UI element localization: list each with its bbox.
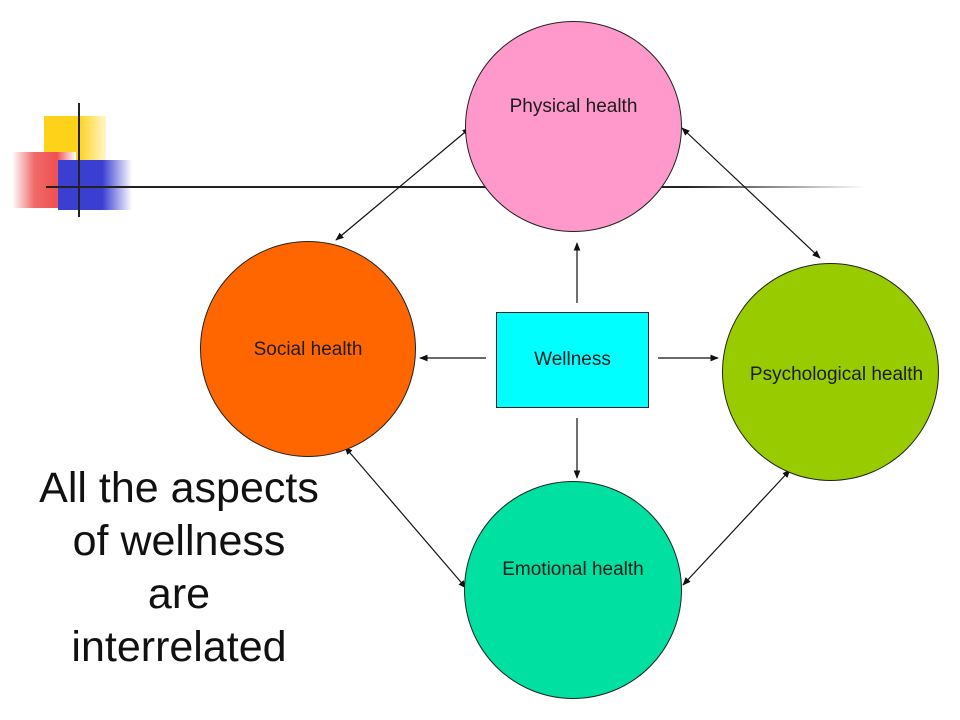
wellness-center-box: Wellness xyxy=(496,312,649,408)
emotional-health-node: Emotional health xyxy=(464,481,682,699)
caption-line: All the aspects xyxy=(39,464,319,512)
arrow-psychological-emotional xyxy=(682,469,791,586)
caption-text: All the aspects of wellness are interrel… xyxy=(4,462,354,674)
arrow-physical-social xyxy=(335,127,471,241)
caption-line: interrelated xyxy=(71,623,287,671)
arrow-social-emotional xyxy=(344,446,467,589)
psychological-health-node: Psychological health xyxy=(722,263,939,481)
wellness-label: Wellness xyxy=(534,349,611,370)
decor-vertical-line xyxy=(78,103,80,217)
caption-line: of wellness xyxy=(72,517,286,565)
arrow-physical-psychological xyxy=(681,127,821,259)
emotional-health-label: Emotional health xyxy=(502,559,644,580)
social-health-label: Social health xyxy=(253,339,363,360)
psychological-health-label: Psychological health xyxy=(749,364,924,385)
decor-blue-square xyxy=(58,160,132,210)
physical-health-node: Physical health xyxy=(465,21,682,232)
caption-line: are xyxy=(147,570,211,618)
social-health-node: Social health xyxy=(200,241,416,457)
physical-health-label: Physical health xyxy=(509,95,638,117)
